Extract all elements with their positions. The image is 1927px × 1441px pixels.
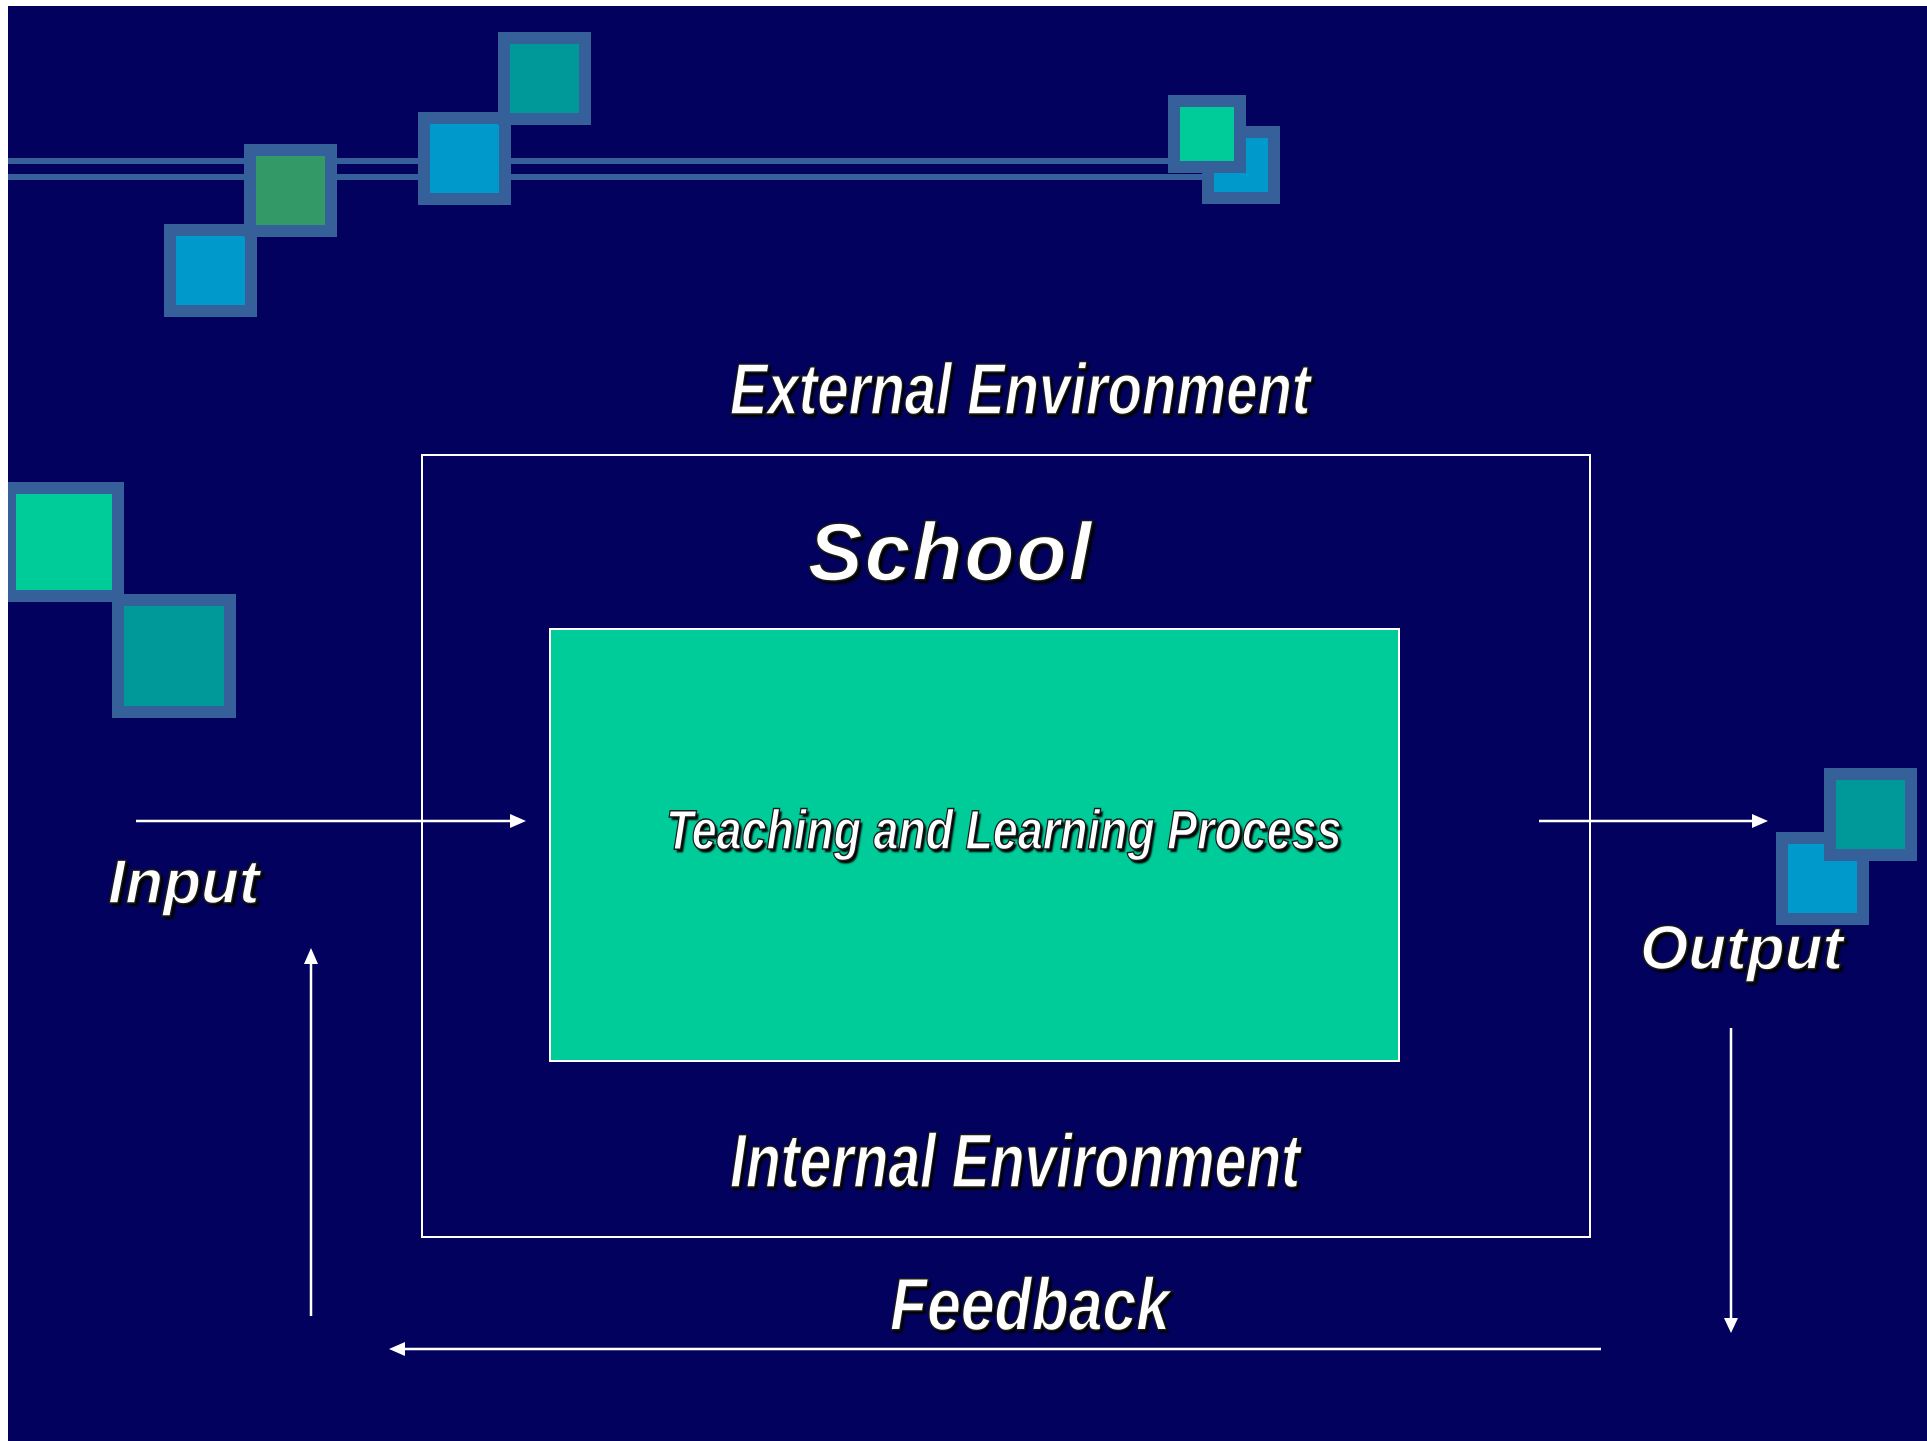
flow-arrows [136, 814, 1768, 1356]
decor-line-bottom [8, 174, 1253, 180]
decor-line-top [8, 158, 1253, 164]
decor-square-green [244, 144, 337, 237]
decor-square-blue [418, 112, 511, 205]
input-label: Input [107, 848, 260, 917]
feedback-up-arrow-head [304, 948, 318, 964]
output-label: Output [1639, 914, 1844, 983]
school-label: School [807, 507, 1094, 598]
decor-square-mint [8, 482, 124, 602]
decor-square-blue [1776, 832, 1869, 925]
decor-square-blue [164, 224, 257, 317]
slide: External Environment School Teaching and… [8, 6, 1927, 1441]
external-environment-label: External Environment [729, 350, 1311, 430]
feedback-arrow-head [389, 1342, 405, 1356]
process-box [549, 628, 1400, 1062]
decor-square-teal [498, 32, 591, 125]
school-boundary [421, 454, 1591, 1238]
output-arrow-head [1752, 814, 1768, 828]
output-down-arrow-head [1724, 1318, 1738, 1333]
input-arrow-head [510, 814, 526, 828]
internal-environment-label: Internal Environment [729, 1119, 1301, 1204]
decor-square-mint [1168, 95, 1246, 173]
decor-square-teal [112, 594, 236, 718]
decor-square-teal [1824, 768, 1917, 861]
feedback-label: Feedback [889, 1263, 1170, 1346]
process-label: Teaching and Learning Process [665, 798, 1342, 861]
